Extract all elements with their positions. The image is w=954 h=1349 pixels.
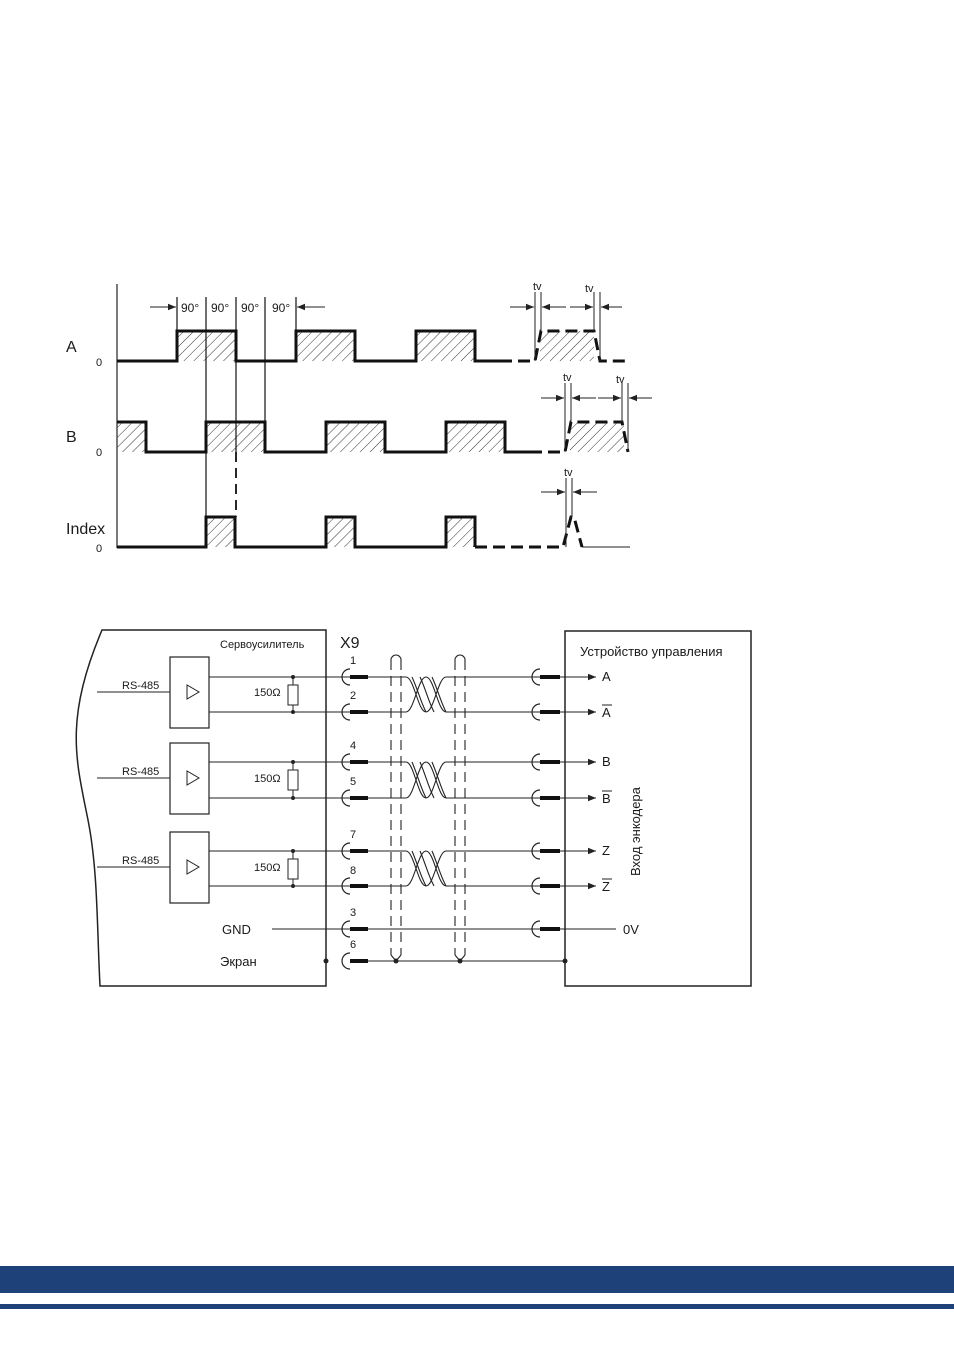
servo-box <box>76 630 326 986</box>
output-b: B <box>602 754 611 769</box>
resistor-label-b: 150Ω <box>254 773 281 785</box>
tv-label-index: tv <box>564 467 573 479</box>
pin-1: 1 <box>350 655 356 667</box>
wiring-diagram: Сервоусилитель X9 Устройство управления … <box>76 630 751 986</box>
connector-left <box>342 669 368 969</box>
control-screen-node <box>563 959 568 964</box>
footer-rule <box>0 1304 954 1309</box>
connector-label: X9 <box>340 635 360 652</box>
signal-a-zero: 0 <box>96 357 102 369</box>
shield-ends <box>391 955 465 961</box>
control-box <box>565 631 751 986</box>
pin-7: 7 <box>350 829 356 841</box>
timing-diagram: A 0 B 0 Index 0 <box>66 281 652 555</box>
output-z-inverted: Z <box>602 879 610 894</box>
signal-index-wave <box>117 517 475 547</box>
rs485-label-z: RS-485 <box>122 855 159 867</box>
pin-8: 8 <box>350 865 356 877</box>
tv-markers-index <box>541 478 597 547</box>
output-a-inverted: A <box>602 705 611 720</box>
rs485-label-a: RS-485 <box>122 680 159 692</box>
driver-z <box>97 832 350 903</box>
tv-label-a1: tv <box>533 281 542 293</box>
resistor-label-z: 150Ω <box>254 862 281 874</box>
servo-title: Сервоусилитель <box>220 639 305 651</box>
screen-node <box>324 959 329 964</box>
encoder-input-label: Вход энкодера <box>628 786 643 876</box>
tv-label-b1: tv <box>563 372 572 384</box>
driver-b <box>97 743 350 814</box>
tv-label-b2: tv <box>616 374 625 386</box>
shield-caps <box>391 655 465 660</box>
output-b-inverted: B <box>602 791 611 806</box>
phase-label-1: 90° <box>181 301 199 315</box>
phase-label-2: 90° <box>211 301 229 315</box>
pin-5: 5 <box>350 776 356 788</box>
signal-b-label: B <box>66 429 77 446</box>
gnd-label: GND <box>222 922 251 937</box>
hatched-pulses <box>117 331 624 547</box>
phase-label-4: 90° <box>272 301 290 315</box>
pin-4: 4 <box>350 740 356 752</box>
signal-index-label: Index <box>66 521 105 538</box>
cable-shield <box>391 660 465 955</box>
connector-right <box>532 669 560 937</box>
pin-3: 3 <box>350 907 356 919</box>
signal-a-label: A <box>66 339 77 356</box>
control-title: Устройство управления <box>580 644 723 659</box>
resistor-label-a: 150Ω <box>254 687 281 699</box>
twisted-pairs <box>406 677 452 886</box>
driver-a <box>97 657 350 728</box>
signal-b-zero: 0 <box>96 447 102 459</box>
shield-node-2 <box>458 959 463 964</box>
screen-label: Экран <box>220 954 257 969</box>
output-a: A <box>602 669 611 684</box>
shield-node-1 <box>394 959 399 964</box>
pin-2: 2 <box>350 690 356 702</box>
pin-6: 6 <box>350 939 356 951</box>
footer-band <box>0 1266 954 1293</box>
cable-wires <box>368 677 565 961</box>
phase-label-3: 90° <box>241 301 259 315</box>
tv-label-a2: tv <box>585 283 594 295</box>
signal-index-zero: 0 <box>96 543 102 555</box>
output-z: Z <box>602 843 610 858</box>
output-0v: 0V <box>623 922 639 937</box>
rs485-label-b: RS-485 <box>122 766 159 778</box>
